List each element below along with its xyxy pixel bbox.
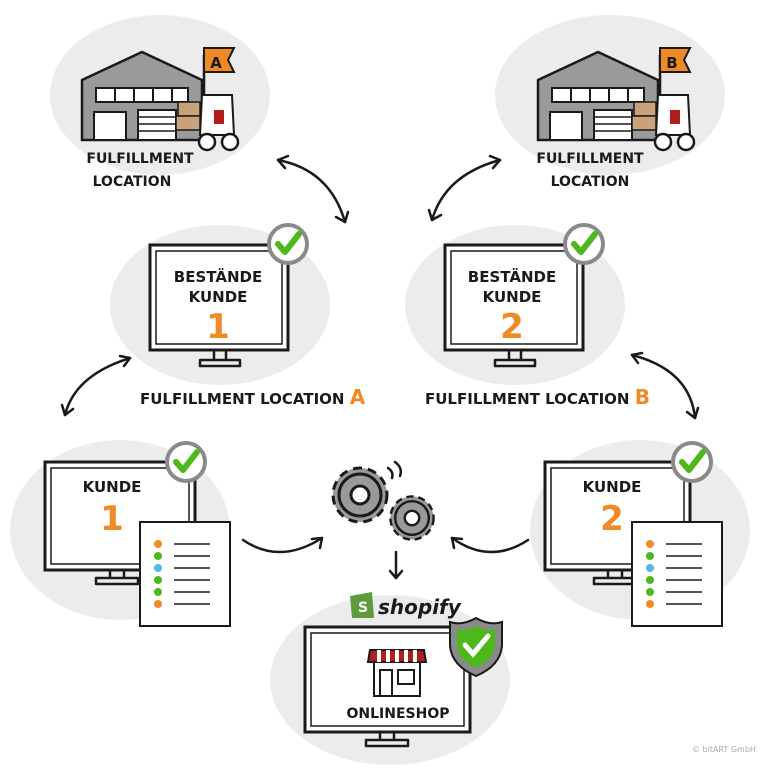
order-list-doc-2 xyxy=(631,521,723,627)
check-icon xyxy=(167,443,205,481)
location-b-title-2: LOCATION xyxy=(551,174,630,190)
customer-1-label: KUNDE xyxy=(83,478,142,496)
order-list-doc-1 xyxy=(139,521,231,627)
onlineshop-label: ONLINESHOP xyxy=(347,706,450,722)
flag-a-label: A xyxy=(210,54,222,72)
copyright: © bitART GmbH xyxy=(692,745,756,754)
gears-icon xyxy=(331,460,435,541)
stock-1-line2: KUNDE xyxy=(189,288,248,306)
stock-monitor-1 xyxy=(148,243,290,368)
check-icon xyxy=(673,443,711,481)
location-b-title-1: FULFILLMENT xyxy=(536,151,644,167)
stock-2-line1: BESTÄNDE xyxy=(468,267,556,286)
location-a-title-1: FULFILLMENT xyxy=(86,151,194,167)
stock-1-number: 1 xyxy=(206,307,230,347)
svg-text:S: S xyxy=(358,600,368,616)
flag-b-label: B xyxy=(666,54,677,72)
security-shield-icon xyxy=(449,616,503,678)
shopify-logo: S xyxy=(350,592,374,618)
stock-2-number: 2 xyxy=(500,307,524,347)
sync-arrows xyxy=(60,154,700,580)
stock-monitor-2 xyxy=(443,243,585,368)
check-icon xyxy=(269,225,307,263)
customer-2-number: 2 xyxy=(600,499,624,539)
caption-b: FULFILLMENT LOCATION B xyxy=(425,385,650,409)
location-a-title-2: LOCATION xyxy=(93,174,172,190)
stock-1-line1: BESTÄNDE xyxy=(174,267,262,286)
customer-2-label: KUNDE xyxy=(583,478,642,496)
store-icon xyxy=(366,649,428,697)
caption-a: FULFILLMENT LOCATION A xyxy=(140,385,366,409)
shopify-wordmark: shopify xyxy=(378,595,462,619)
customer-1-number: 1 xyxy=(100,499,124,539)
check-icon xyxy=(565,225,603,263)
stock-2-line2: KUNDE xyxy=(483,288,542,306)
